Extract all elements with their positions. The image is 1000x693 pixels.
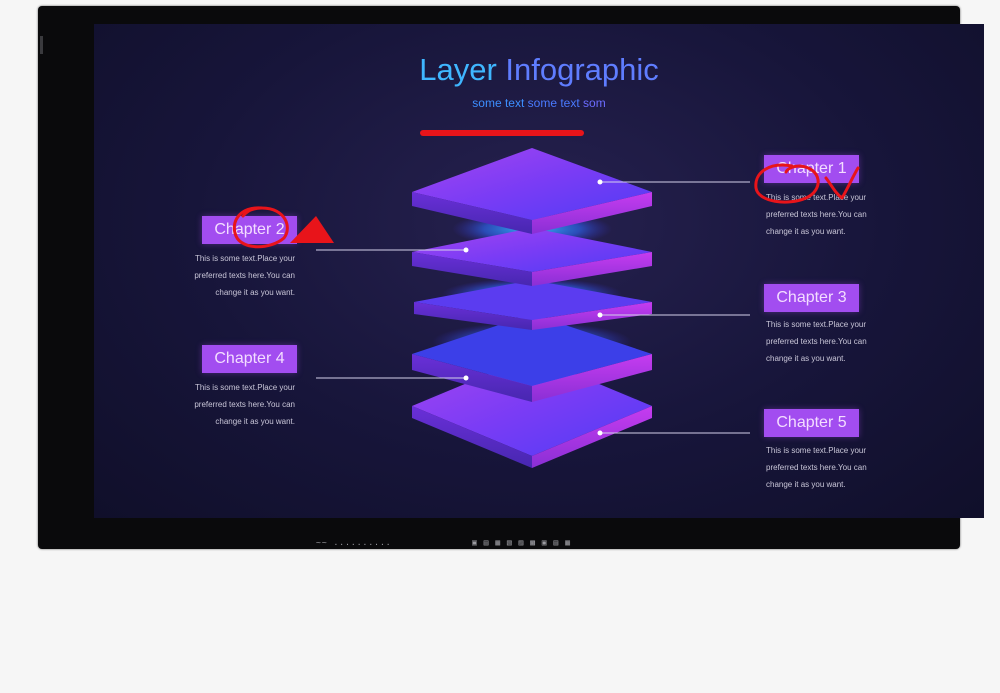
monitor-strip-center: ▣ ▤ ▦ ▧ ▨ ▩ ▣ ▤ ▦	[472, 538, 571, 547]
dot-chapter-3	[597, 312, 603, 318]
subtitle-part-3: som	[583, 96, 606, 110]
chapter-1-desc-line-3: change it as you want.	[766, 227, 846, 236]
chapter-2-desc-line-3: change it as you want.	[215, 288, 295, 297]
layer-stack	[316, 148, 750, 468]
annotation-circle-icon	[754, 163, 820, 204]
dot-chapter-2	[463, 247, 469, 253]
chapter-1-desc-line-2: preferred texts here.You can	[766, 210, 867, 219]
layer-2	[412, 228, 652, 286]
chapter-4-label[interactable]: Chapter 4	[202, 345, 297, 373]
chapter-2-description: This is some text.Place your preferred t…	[170, 250, 295, 301]
connector-dots	[463, 179, 603, 436]
title-word-1: Layer	[419, 52, 497, 87]
layer-3	[414, 280, 652, 330]
monitor-side-button	[40, 36, 43, 54]
slide-title: Layer Infographic	[94, 52, 984, 88]
chapter-2-desc-line-1: This is some text.Place your	[194, 254, 295, 263]
chapter-1-description: This is some text.Place your preferred t…	[766, 189, 891, 240]
chapter-5-desc-line-1: This is some text.Place your	[766, 446, 867, 455]
annotation-underline-icon	[420, 130, 584, 136]
layer-4	[412, 314, 652, 402]
monitor-bottom-strip: ~~ .......... ▣ ▤ ▦ ▧ ▨ ▩ ▣ ▤ ▦	[88, 530, 988, 554]
chapter-5-label[interactable]: Chapter 5	[764, 409, 859, 437]
dot-chapter-1	[597, 179, 603, 185]
connector-lines	[316, 181, 750, 434]
chapter-4-desc-line-3: change it as you want.	[215, 417, 295, 426]
annotation-circle-icon	[232, 206, 289, 249]
title-word-2: Infographic	[505, 52, 659, 87]
chapter-2-desc-line-2: preferred texts here.You can	[194, 271, 295, 280]
subtitle-part-2: some text	[527, 96, 580, 110]
slide-screen: Layer Infographic some text some text so…	[94, 24, 984, 518]
layer-1	[412, 148, 652, 234]
chapter-5-description: This is some text.Place your preferred t…	[766, 442, 891, 493]
chapter-3-description: This is some text.Place your preferred t…	[766, 316, 891, 367]
slide-subtitle: some text some text som	[94, 96, 984, 110]
chapter-4-description: This is some text.Place your preferred t…	[170, 379, 295, 430]
chapter-4-desc-line-2: preferred texts here.You can	[194, 400, 295, 409]
chapter-5-desc-line-2: preferred texts here.You can	[766, 463, 867, 472]
chapter-1-desc-line-1: This is some text.Place your	[766, 193, 867, 202]
subtitle-part-1: some text	[472, 96, 525, 110]
chapter-3-label[interactable]: Chapter 3	[764, 284, 859, 312]
annotation-arrow-icon	[290, 216, 334, 243]
monitor-strip-left: ~~ ..........	[316, 538, 392, 547]
dot-chapter-5	[597, 430, 603, 436]
chapter-3-desc-line-1: This is some text.Place your	[766, 320, 867, 329]
monitor-bezel: Layer Infographic some text some text so…	[38, 6, 984, 549]
chapter-3-desc-line-3: change it as you want.	[766, 354, 846, 363]
chapter-3-desc-line-2: preferred texts here.You can	[766, 337, 867, 346]
dot-chapter-4	[463, 375, 469, 381]
chapter-4-desc-line-1: This is some text.Place your	[194, 383, 295, 392]
annotation-check-icon	[824, 166, 860, 200]
chapter-5-desc-line-3: change it as you want.	[766, 480, 846, 489]
